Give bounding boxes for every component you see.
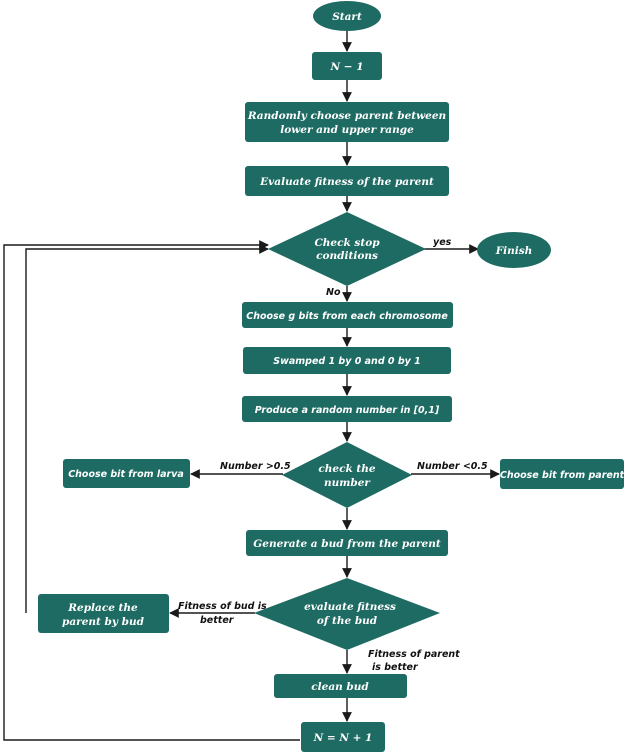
clean-bud-label: clean bud	[311, 681, 369, 693]
edge-labels: yes No Number >0.5 Number <0.5 Fitness o…	[178, 237, 488, 673]
swamped-node	[243, 347, 451, 374]
replace-parent-label-line1: Replace the	[67, 602, 138, 614]
swamped-label: Swamped 1 by 0 and 0 by 1	[273, 356, 421, 367]
check-number-label-line1: check the	[318, 463, 376, 475]
edge-label-parent-better-line1: Fitness of parent	[368, 649, 460, 660]
choose-bit-parent-label: Choose bit from parent	[500, 470, 625, 481]
finish-node	[477, 232, 551, 268]
edge-label-number-gt: Number >0.5	[220, 461, 291, 472]
replace-parent-node	[38, 594, 169, 633]
choose-parent-label-line1: Randomly choose parent between	[247, 110, 446, 122]
edge-label-bud-better-line1: Fitness of bud is	[178, 601, 267, 612]
evaluate-bud-decision	[254, 578, 440, 650]
edge-label-no: No	[326, 287, 341, 298]
edge-label-parent-better-line2: is better	[372, 662, 419, 673]
check-number-label-line2: number	[324, 477, 371, 489]
choose-bit-larva-label: Choose bit from larva	[68, 469, 184, 480]
nodes: Start N − 1 Randomly choose parent betwe…	[38, 1, 625, 752]
edge-label-bud-better-line2: better	[200, 615, 235, 626]
start-label: Start	[332, 11, 362, 23]
init-n-node	[312, 52, 382, 80]
edge-label-yes: yes	[433, 237, 452, 248]
check-stop-label-line1: Check stop	[314, 237, 380, 249]
evaluate-bud-label-line2: of the bud	[317, 615, 378, 627]
replace-parent-label-line2: parent by bud	[62, 616, 145, 628]
check-stop-decision	[268, 212, 426, 286]
clean-bud-node	[274, 674, 407, 698]
generate-bud-label: Generate a bud from the parent	[253, 538, 441, 550]
start-node	[313, 1, 381, 31]
generate-bud-node	[246, 530, 448, 556]
check-stop-label-line2: conditions	[316, 250, 378, 262]
evaluate-bud-label-line1: evaluate fitness	[304, 601, 396, 613]
edge-increment-loop-back	[3, 240, 300, 741]
increment-n-label: N = N + 1	[313, 732, 373, 744]
choose-parent-label-line2: lower and upper range	[280, 124, 414, 136]
edge-replace-loop-back	[25, 244, 269, 613]
init-n-label: N − 1	[329, 61, 363, 73]
choose-bit-parent-node	[500, 459, 624, 489]
edge-label-number-lt: Number <0.5	[417, 461, 488, 472]
evaluate-fitness-label: Evaluate fitness of the parent	[259, 176, 434, 188]
random-number-label: Produce a random number in [0,1]	[255, 405, 440, 416]
increment-n-node	[301, 722, 385, 752]
choose-g-bits-label: Choose g bits from each chromosome	[246, 311, 448, 322]
choose-g-bits-node	[242, 302, 453, 328]
check-number-decision	[282, 442, 412, 508]
random-number-node	[242, 396, 452, 422]
choose-parent-node	[245, 102, 449, 142]
edges	[3, 30, 500, 741]
evaluate-fitness-node	[245, 166, 449, 196]
finish-label: Finish	[495, 245, 533, 257]
choose-bit-larva-node	[63, 459, 190, 488]
